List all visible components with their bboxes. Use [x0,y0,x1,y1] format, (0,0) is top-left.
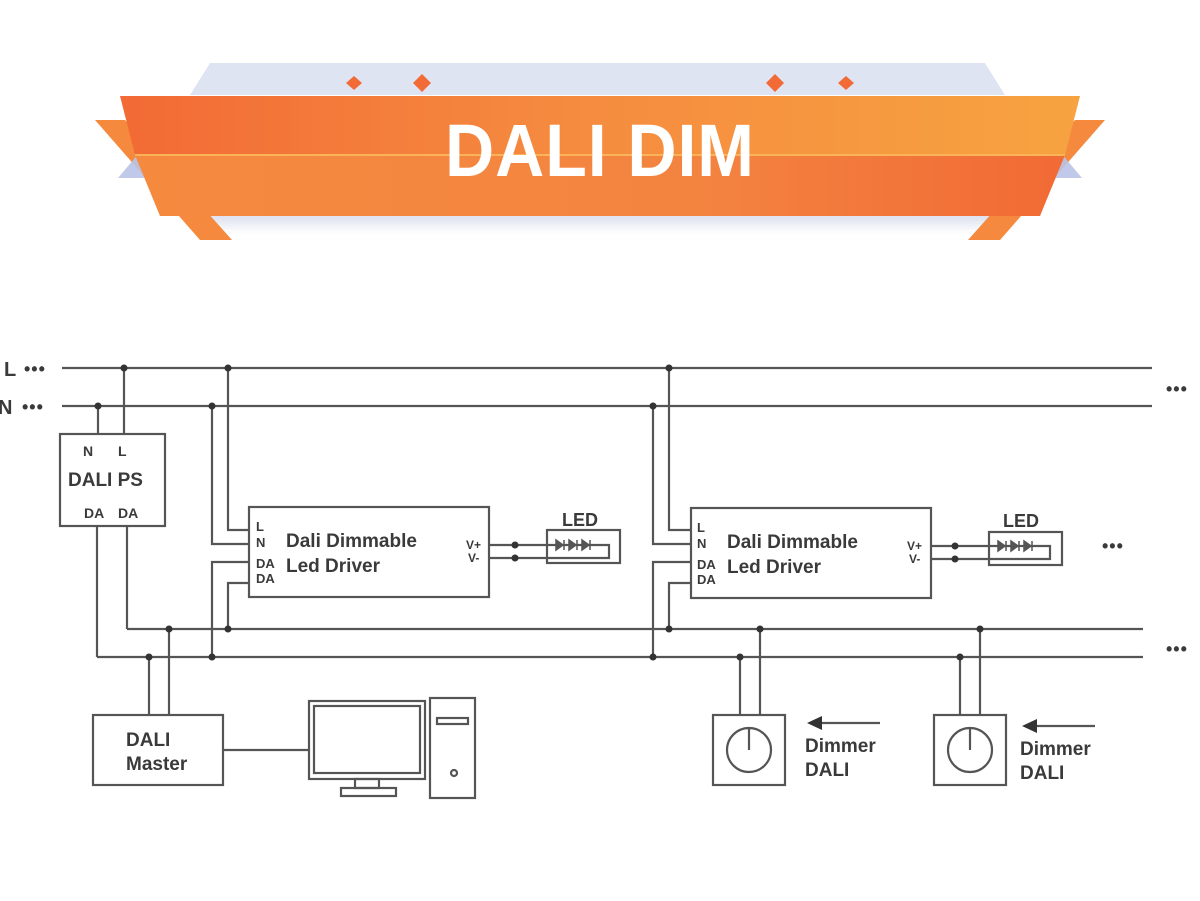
driver-1-terminal-n: N [256,535,265,550]
driver-1-terminal-l: L [256,519,264,534]
diamond-icon [346,76,362,90]
mains-n-label: N [0,397,12,419]
driver-1-terminal-vplus: V+ [466,538,481,552]
led-diode-icon [997,539,1033,553]
ps-terminal-n: N [83,443,93,459]
arrow-left-icon [807,716,822,730]
ps-terminal-da1: DA [84,505,104,521]
master-label-line2: Master [126,754,188,775]
banner-title: DALI DIM [445,109,755,192]
dimmer-2-label-line1: Dimmer [1020,739,1091,760]
driver-2-terminal-da1: DA [697,557,716,572]
junction-dots [94,364,984,661]
dimmer-knob-icon [946,726,994,774]
dimmer-2-box [932,713,1008,787]
dimmer-1-box [711,713,787,787]
driver-2-terminal-da2: DA [697,572,716,587]
dimmer-1-label-line2: DALI [805,760,849,781]
dimmer-1-label-line1: Dimmer [805,736,876,757]
arrow-left-icon [1022,719,1037,733]
driver-2-title-line2: Led Driver [727,557,822,578]
driver-2-box [689,506,933,600]
master-label-line1: DALI [126,730,170,751]
driver-1-terminal-vminus: V- [468,551,479,565]
mains-l-continuation: ••• [24,359,46,379]
mains-right-continuation: ••• [1166,379,1188,399]
driver-2-terminal-n: N [697,536,706,551]
banner-band [120,96,1080,155]
diamond-icon [413,74,431,92]
ps-title: DALI PS [68,470,143,491]
driver-2-terminal-vplus: V+ [907,539,922,553]
driver-1-box [247,505,491,599]
led-2-label: LED [1003,511,1039,531]
dimmer-knob-icon [725,726,773,774]
led-2-box [987,530,1064,567]
ps-terminal-da2: DA [118,505,138,521]
title-banner: DALI DIM [0,0,1200,260]
banner-graphic [95,63,1105,240]
driver-1-terminal-da1: DA [256,556,275,571]
diamond-icon [838,76,854,90]
driver-1-title-line1: Dali Dimmable [286,531,417,552]
mains-n-continuation: ••• [22,397,44,417]
computer-icon [307,696,477,800]
diamond-icon [766,74,784,92]
ps-terminal-l: L [118,443,127,459]
driver-1-title-line2: Led Driver [286,556,381,577]
driver-1-terminal-da2: DA [256,571,275,586]
dimmer-2-label-line2: DALI [1020,763,1064,784]
driver-2-title-line1: Dali Dimmable [727,532,858,553]
dali-ps-box [58,432,167,528]
bus-continuation: ••• [1166,639,1188,659]
led-1-label: LED [562,510,598,530]
driver-2-terminal-l: L [697,520,705,535]
driver-continuation: ••• [1102,536,1124,556]
banner-back-panel [190,63,1005,95]
led-1-box [545,528,622,565]
led-diode-icon [555,538,591,552]
driver-2-terminal-vminus: V- [909,552,920,566]
mains-l-label: L [4,359,16,381]
